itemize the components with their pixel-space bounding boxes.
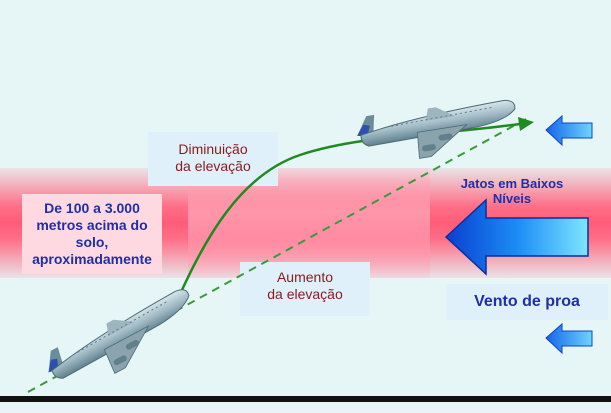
headwind-label: Vento de proa — [446, 284, 608, 320]
ground-line — [0, 396, 611, 402]
altitude-label-line-2: metros acima do — [36, 217, 148, 233]
jets-label-line-2: Níveis — [492, 191, 532, 206]
jet-band-center — [188, 168, 430, 278]
arrow-left-icon — [444, 198, 589, 276]
decrease-label-line-1: Diminuição — [178, 141, 248, 157]
flight-path-arrowhead — [518, 117, 534, 131]
flight-path-curve — [180, 122, 521, 291]
jets-label-line-1: Jatos em Baixos — [460, 176, 564, 191]
airplane-icon — [48, 289, 190, 379]
increase-label-line-2: da elevação — [267, 286, 343, 302]
airplane-icon — [357, 99, 516, 159]
arrow-left-icon — [545, 322, 593, 355]
altitude-label-line-1: De 100 a 3.000 — [44, 200, 140, 216]
increase-label-line-1: Aumento — [276, 269, 334, 285]
decrease-label-line-2: da elevação — [175, 158, 251, 174]
arrow-left-icon — [545, 114, 593, 147]
reference-glide-path — [27, 117, 529, 393]
elevation-decrease-label: Diminuição da elevação — [148, 132, 278, 186]
elevation-increase-label: Aumento da elevação — [240, 262, 370, 316]
altitude-label-line-4: aproximadamente — [32, 251, 152, 267]
altitude-label: De 100 a 3.000 metros acima do solo, apr… — [22, 194, 162, 274]
low-level-jets-label: Jatos em Baixos Níveis — [432, 168, 592, 208]
altitude-label-line-3: solo, — [75, 234, 109, 250]
